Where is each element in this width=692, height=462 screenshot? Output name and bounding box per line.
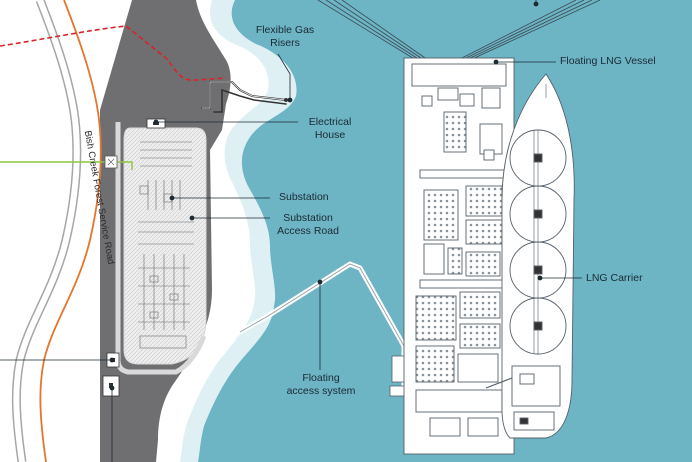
label-floating-lng-vessel: Floating LNG Vessel — [560, 55, 656, 67]
label-lng-carrier: LNG Carrier — [586, 272, 643, 284]
label-flexible-gas-risers: Flexible Gas Risers — [248, 24, 322, 50]
forest-service-road-edge — [39, 0, 102, 462]
gas-riser-pipes — [201, 81, 288, 113]
mooring-lines — [317, 0, 601, 61]
label-floating-access-system: Floating access system — [282, 372, 360, 398]
building-small-2-mark — [109, 383, 113, 388]
label-floating-access-system-line1: Floating — [302, 372, 340, 384]
power-line — [0, 161, 133, 170]
project-boundary — [0, 25, 227, 81]
label-flexible-gas-risers-line2: Risers — [270, 37, 300, 49]
label-electrical-house-line2: House — [314, 129, 346, 141]
label-substation-access-road: Substation Access Road — [272, 212, 344, 238]
transfer-arm — [485, 377, 513, 389]
lng-carrier — [501, 73, 575, 439]
label-substation: Substation — [279, 191, 329, 203]
leader-lines — [0, 0, 582, 462]
substation-area — [123, 127, 207, 365]
label-substation-access-road-line2: Access Road — [277, 225, 339, 237]
label-electrical-house: Electrical House — [300, 116, 360, 142]
substation-equipment — [138, 141, 194, 349]
label-electrical-house-line1: Electrical — [308, 116, 352, 128]
road-crossing-mark — [107, 158, 115, 166]
label-substation-access-road-line1: Substation — [283, 212, 333, 224]
label-flexible-gas-risers-line1: Flexible Gas — [255, 24, 315, 36]
label-floating-access-system-line2: access system — [286, 385, 356, 397]
floating-lng-vessel — [403, 57, 515, 455]
forest-service-road-surface — [13, 0, 80, 462]
